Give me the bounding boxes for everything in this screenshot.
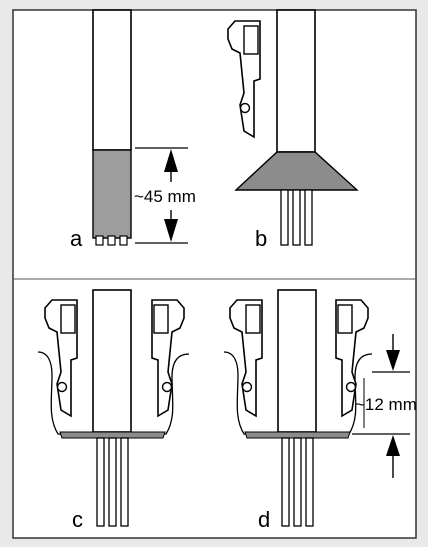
conductor-a3 xyxy=(119,235,128,246)
panel-label-a: a xyxy=(70,226,83,251)
conductor-d2 xyxy=(293,437,302,527)
insulation-lip-d xyxy=(244,431,351,439)
panel-c: c xyxy=(37,289,190,532)
panel-label-c: c xyxy=(72,507,83,532)
cable-body-c xyxy=(92,289,132,433)
panel-label-b: b xyxy=(255,226,267,251)
conductor-c3 xyxy=(120,437,129,527)
conductor-a2 xyxy=(107,235,116,246)
arrow-up-icon xyxy=(164,149,178,172)
stripped-insulation-a xyxy=(92,149,132,239)
panel-d: ~12 mm d xyxy=(223,289,417,532)
strip-length-measurement: ~45 mm xyxy=(134,187,196,206)
cable-body-d xyxy=(277,289,317,433)
panel-label-d: d xyxy=(258,507,270,532)
insulation-lip-c xyxy=(59,431,166,439)
panel-b: b xyxy=(227,9,359,251)
cable-body-b xyxy=(276,9,316,153)
conductor-b2 xyxy=(292,189,301,246)
conductor-c1 xyxy=(96,437,105,527)
conductor-c2 xyxy=(108,437,117,527)
arrow-down-icon xyxy=(164,219,178,242)
cable-body-a xyxy=(92,9,132,151)
panel-a: ~45 mm a xyxy=(70,9,196,251)
conductor-d3 xyxy=(305,437,314,527)
conductor-b1 xyxy=(280,189,289,246)
grip-length-measurement: ~12 mm xyxy=(355,395,417,414)
conductor-b3 xyxy=(304,189,313,246)
insulation-cone-b xyxy=(234,151,359,191)
conductor-d1 xyxy=(281,437,290,527)
conductor-a1 xyxy=(95,235,104,246)
arrow-down-icon xyxy=(386,350,400,371)
arrow-up-icon xyxy=(386,435,400,456)
